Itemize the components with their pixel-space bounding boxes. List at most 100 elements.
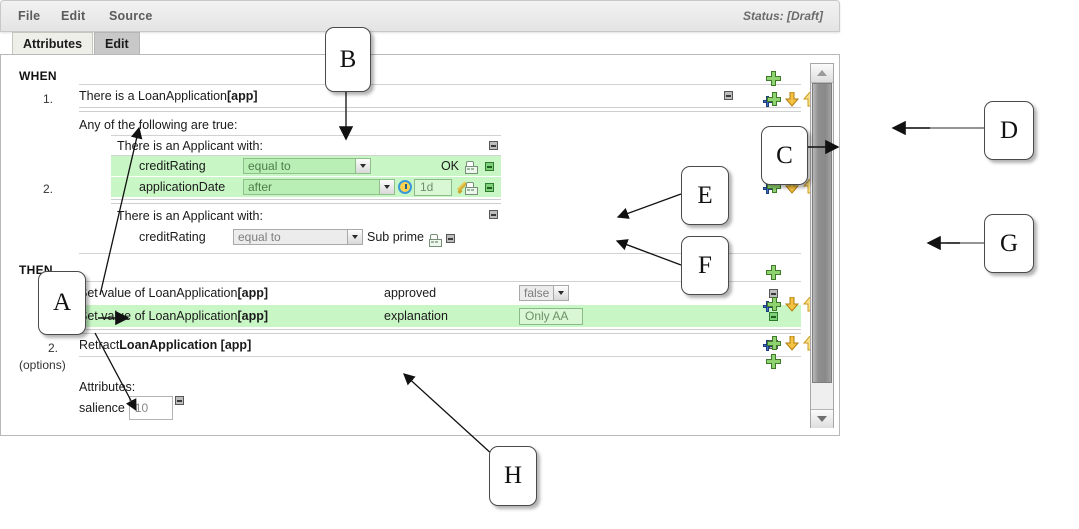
then-row-number-2: 2. (48, 341, 59, 355)
add-action-button[interactable] (766, 265, 781, 280)
when-pattern-binding-1: [app] (227, 88, 258, 103)
row-divider (111, 135, 501, 136)
operator-select-value: equal to (238, 230, 281, 244)
collapse-icon[interactable] (174, 395, 184, 405)
template-edit-icon[interactable] (428, 233, 442, 247)
options-label: (options) (19, 358, 66, 372)
status-badge: Status: [Draft] (743, 9, 823, 23)
collapse-icon[interactable] (445, 233, 455, 243)
constraint-row-application-date[interactable]: applicationDate after 1d (111, 177, 501, 197)
clock-icon[interactable] (398, 180, 412, 194)
collapse-icon[interactable] (489, 141, 498, 150)
collapse-icon[interactable] (724, 91, 733, 100)
move-down-button[interactable] (785, 336, 799, 351)
row-divider (79, 356, 801, 357)
operator-select-value: equal to (248, 159, 291, 173)
action-row-explanation[interactable]: Set value of LoanApplication [app] expla… (79, 305, 801, 327)
collapse-icon[interactable] (489, 210, 498, 219)
scroll-down-arrow-icon[interactable] (811, 409, 833, 428)
menu-bar: File Edit Source Status: [Draft] (0, 0, 840, 32)
chevron-down-icon (347, 230, 362, 244)
when-pattern-text-1: There is a LoanApplication (79, 88, 228, 103)
constraint-row-credit-rating[interactable]: creditRating equal to OK (111, 156, 501, 176)
constraint-row-credit-rating-2[interactable]: creditRating equal to Sub prime (111, 227, 511, 247)
menu-item-edit[interactable]: Edit (61, 9, 86, 23)
value-input-explanation[interactable]: Only AA (519, 307, 583, 325)
chevron-down-icon (553, 286, 568, 300)
chevron-down-icon (379, 180, 394, 194)
menu-item-source[interactable]: Source (109, 9, 153, 23)
constraint-value-credit-rating: OK (440, 159, 459, 173)
value-select-approved[interactable]: false (519, 285, 569, 301)
callout-E: E (681, 166, 729, 225)
row-divider (79, 107, 801, 112)
add-below-button[interactable] (763, 297, 781, 312)
row-divider (111, 199, 501, 204)
menu-item-file[interactable]: File (18, 9, 41, 23)
constraint-field-label: applicationDate (139, 180, 226, 194)
callout-D: D (984, 101, 1034, 160)
when-heading: WHEN (19, 69, 57, 83)
add-attribute-button[interactable] (766, 354, 781, 369)
action-row-retract[interactable]: Retract LoanApplication [app] (79, 335, 801, 355)
constraint-value-credit-rating-2: Sub prime (367, 230, 424, 244)
operator-select-credit-rating[interactable]: equal to (243, 158, 371, 174)
pattern-label-text-1: There is an Applicant with: (117, 138, 263, 153)
tab-strip: Attributes Edit (0, 32, 840, 54)
callout-A: A (38, 271, 86, 335)
action-text: Set value of LoanApplication (79, 286, 238, 300)
row-divider (79, 329, 801, 334)
attribute-row-salience[interactable]: salience 10 (79, 395, 279, 420)
template-edit-icon[interactable] (465, 182, 478, 195)
when-row-number-1: 1. (43, 92, 54, 106)
rule-canvas: WHEN 1. 2. There is a LoanApplication [a… (0, 54, 840, 436)
attributes-heading-text: Attributes: (79, 380, 136, 394)
callout-C: C (761, 126, 808, 185)
add-pattern-button[interactable] (766, 71, 781, 86)
add-below-button[interactable] (763, 336, 781, 351)
constraint-field-label: creditRating (139, 230, 206, 244)
callout-F: F (681, 236, 729, 295)
callout-B: B (325, 27, 371, 92)
add-below-button[interactable] (763, 179, 781, 194)
row-divider (111, 155, 501, 156)
tab-attributes[interactable]: Attributes (12, 32, 94, 54)
action-text: Set value of LoanApplication (79, 309, 238, 323)
constraint-field-label: creditRating (139, 159, 206, 173)
move-down-button[interactable] (785, 297, 799, 312)
row-divider (79, 281, 801, 282)
pattern-label-text-2: There is an Applicant with: (117, 208, 263, 223)
add-below-button[interactable] (763, 92, 781, 107)
attribute-name-salience: salience (79, 401, 125, 415)
collapse-icon[interactable] (769, 312, 778, 321)
scrollbar-thumb[interactable] (812, 83, 832, 383)
composite-group-text: Any of the following are true: (79, 117, 238, 132)
when-row-number-2: 2. (43, 182, 54, 196)
row-divider (79, 84, 801, 85)
vertical-scrollbar[interactable] (810, 63, 834, 428)
pattern-label-1[interactable]: There is an Applicant with: (117, 137, 507, 154)
action-text: Retract (79, 338, 120, 352)
move-down-button[interactable] (785, 92, 799, 107)
scroll-up-arrow-icon[interactable] (811, 64, 833, 83)
rule-editor-window: File Edit Source Status: [Draft] Attribu… (0, 0, 840, 436)
action-field-explanation: explanation (384, 309, 448, 323)
pattern-label-2[interactable]: There is an Applicant with: (117, 207, 507, 224)
composite-group-label[interactable]: Any of the following are true: (79, 116, 801, 133)
collapse-icon[interactable] (485, 162, 494, 171)
template-edit-icon[interactable] (465, 161, 478, 174)
duration-input[interactable]: 1d (414, 178, 452, 196)
callout-H: H (489, 446, 537, 506)
operator-select-credit-rating-2[interactable]: equal to (233, 229, 363, 245)
action-binding: [app] (237, 286, 269, 300)
value-select-text: false (524, 286, 550, 300)
when-pattern-row-1[interactable]: There is a LoanApplication [app] (79, 86, 801, 105)
attribute-value-input-salience[interactable]: 10 (128, 396, 173, 420)
tab-edit[interactable]: Edit (94, 32, 140, 54)
collapse-icon[interactable] (485, 183, 494, 192)
attributes-heading: Attributes: (79, 379, 279, 395)
callout-G: G (984, 214, 1034, 273)
operator-select-application-date[interactable]: after (243, 179, 395, 195)
chevron-down-icon (355, 159, 370, 173)
action-binding: [app] (237, 309, 269, 323)
